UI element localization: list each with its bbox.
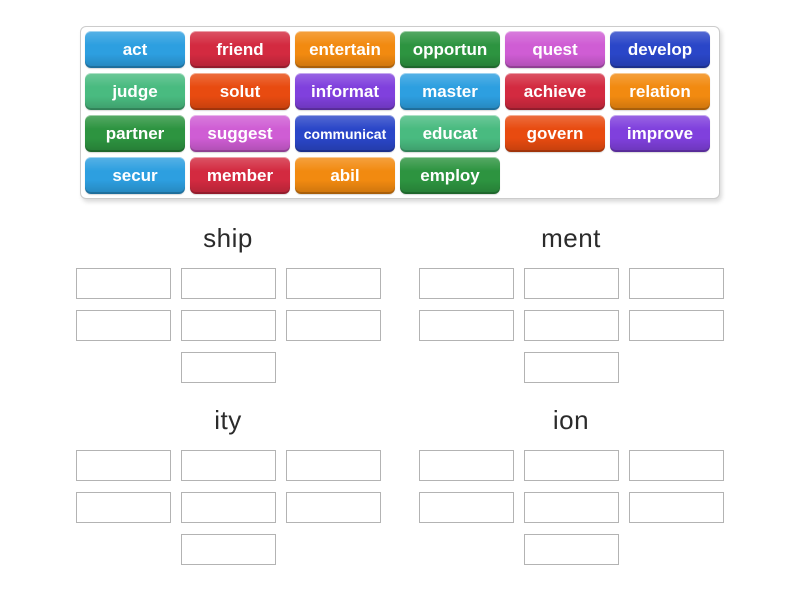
drop-slot-ship-5[interactable] (180, 310, 276, 341)
word-tile-relation[interactable]: relation (610, 73, 710, 110)
drop-slot-ment-6[interactable] (628, 310, 724, 341)
drop-slot-ity-4[interactable] (75, 492, 171, 523)
drop-slot-ity-6[interactable] (285, 492, 381, 523)
word-tile-communicat[interactable]: communicat (295, 115, 395, 152)
group-ion: ion (418, 404, 724, 565)
group-ment: ment (418, 222, 724, 383)
drop-slot-ion-4[interactable] (418, 492, 514, 523)
word-tile-secur[interactable]: secur (85, 157, 185, 194)
word-tile-govern[interactable]: govern (505, 115, 605, 152)
word-tile-suggest[interactable]: suggest (190, 115, 290, 152)
word-tile-judge[interactable]: judge (85, 73, 185, 110)
word-tile-entertain[interactable]: entertain (295, 31, 395, 68)
drop-slot-ity-3[interactable] (285, 450, 381, 481)
group-title-ment: ment (541, 223, 601, 253)
drop-slot-ment-1[interactable] (418, 268, 514, 299)
drop-slot-ship-1[interactable] (75, 268, 171, 299)
word-tile-educat[interactable]: educat (400, 115, 500, 152)
group-ship: ship (75, 222, 381, 383)
drop-slot-ity-7[interactable] (180, 534, 276, 565)
drop-slot-ment-7[interactable] (523, 352, 619, 383)
sort-groups: ship ment ity ion (75, 222, 724, 565)
word-tile-opportun[interactable]: opportun (400, 31, 500, 68)
drop-slot-ship-2[interactable] (180, 268, 276, 299)
group-title-ity: ity (214, 405, 242, 435)
group-title-ship: ship (203, 223, 253, 253)
drop-slot-ship-6[interactable] (285, 310, 381, 341)
drop-slot-ity-1[interactable] (75, 450, 171, 481)
group-ity: ity (75, 404, 381, 565)
word-tile-informat[interactable]: informat (295, 73, 395, 110)
word-tile-abil[interactable]: abil (295, 157, 395, 194)
word-tile-friend[interactable]: friend (190, 31, 290, 68)
drop-slot-ion-6[interactable] (628, 492, 724, 523)
drop-slot-ship-4[interactable] (75, 310, 171, 341)
word-tile-improve[interactable]: improve (610, 115, 710, 152)
slot-grid-ion (418, 450, 724, 565)
word-tile-develop[interactable]: develop (610, 31, 710, 68)
drop-slot-ment-3[interactable] (628, 268, 724, 299)
drop-slot-ity-2[interactable] (180, 450, 276, 481)
drop-slot-ment-4[interactable] (418, 310, 514, 341)
drop-slot-ity-5[interactable] (180, 492, 276, 523)
word-tile-act[interactable]: act (85, 31, 185, 68)
word-tile-achieve[interactable]: achieve (505, 73, 605, 110)
slot-grid-ment (418, 268, 724, 383)
drop-slot-ship-7[interactable] (180, 352, 276, 383)
word-tile-partner[interactable]: partner (85, 115, 185, 152)
word-tile-member[interactable]: member (190, 157, 290, 194)
group-title-ion: ion (552, 405, 590, 435)
word-tile-master[interactable]: master (400, 73, 500, 110)
drop-slot-ion-7[interactable] (523, 534, 619, 565)
drop-slot-ion-3[interactable] (628, 450, 724, 481)
drop-slot-ment-5[interactable] (523, 310, 619, 341)
drop-slot-ment-2[interactable] (523, 268, 619, 299)
word-tile-quest[interactable]: quest (505, 31, 605, 68)
drop-slot-ion-1[interactable] (418, 450, 514, 481)
drop-slot-ship-3[interactable] (285, 268, 381, 299)
drop-slot-ion-5[interactable] (523, 492, 619, 523)
drop-slot-ion-2[interactable] (523, 450, 619, 481)
slot-grid-ity (75, 450, 381, 565)
slot-grid-ship (75, 268, 381, 383)
word-tile-solut[interactable]: solut (190, 73, 290, 110)
word-tile-employ[interactable]: employ (400, 157, 500, 194)
